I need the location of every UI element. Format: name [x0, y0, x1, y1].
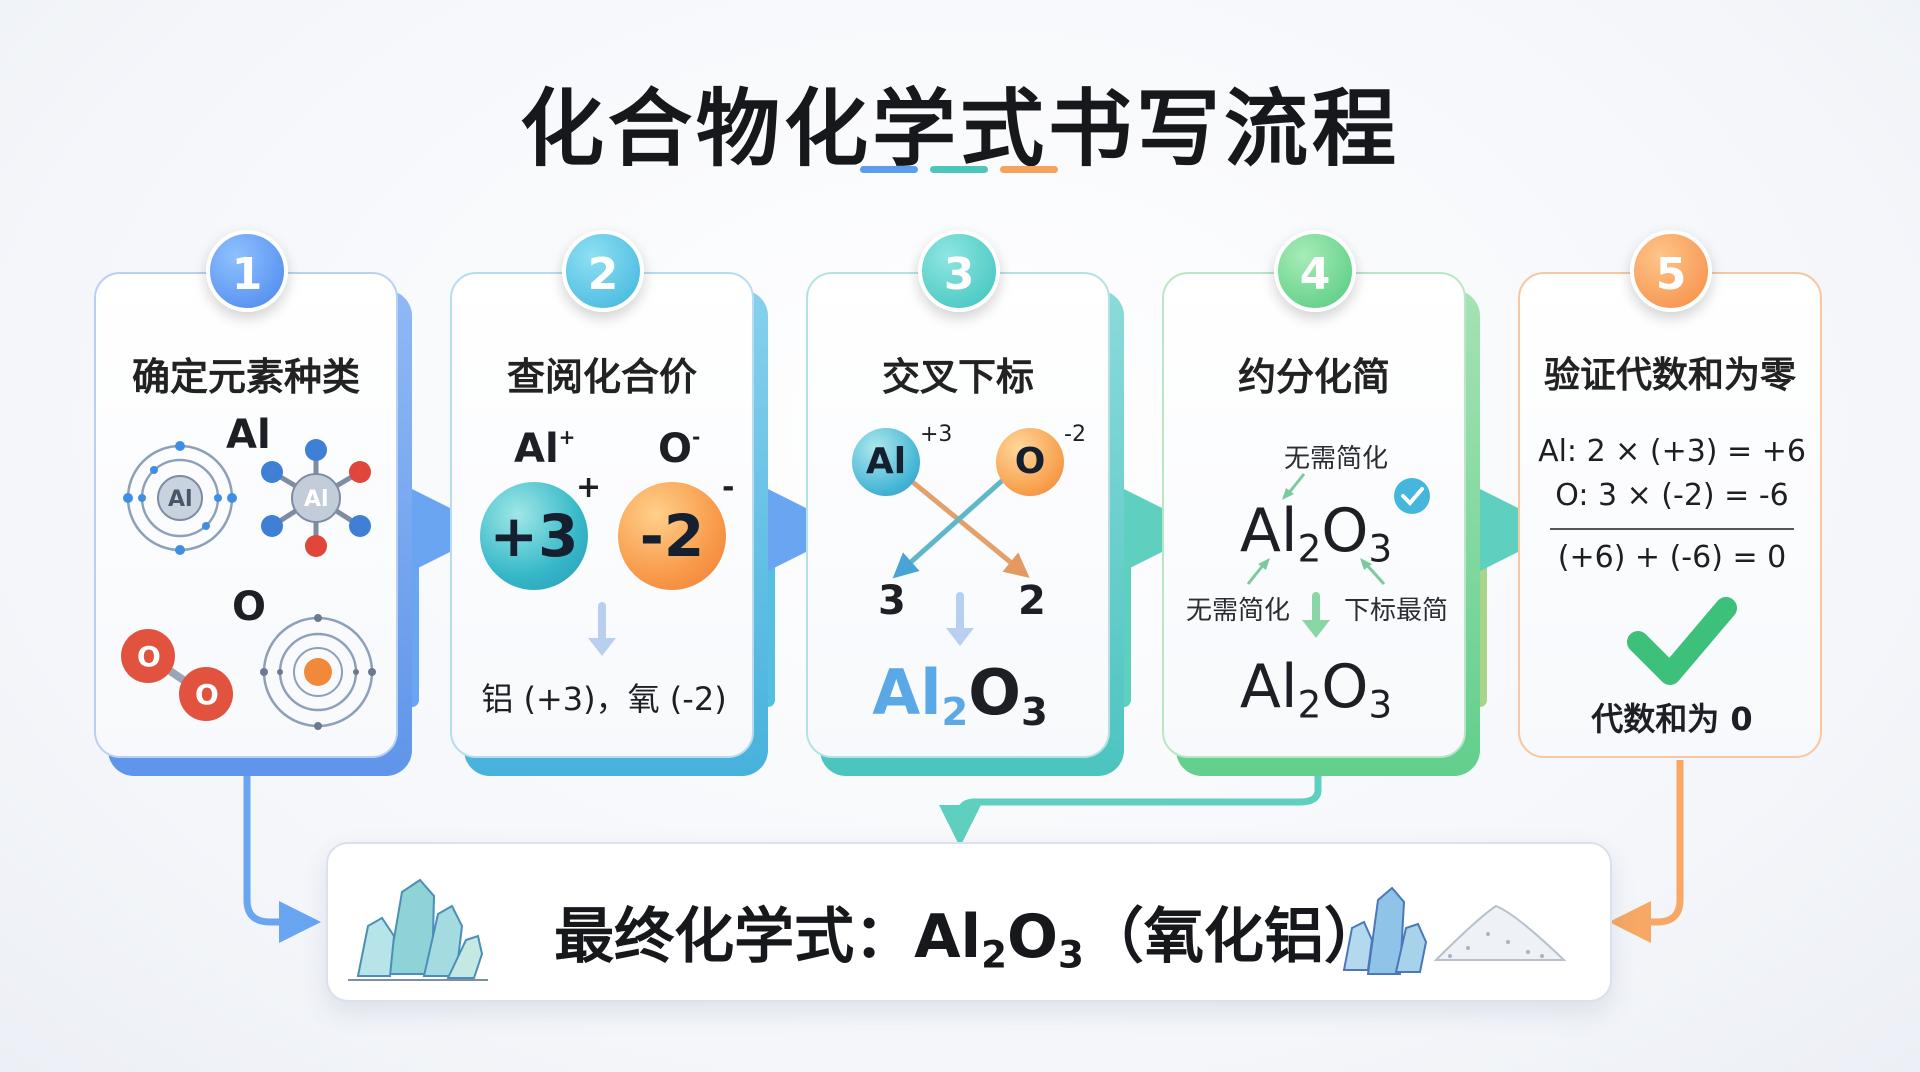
arrow-4-final: [939, 760, 1322, 847]
step-card-2: 查阅化合价 Al+ O- +3 + -2 - 铝 (+3)，氧 (-2): [450, 272, 754, 758]
step-badge-2: 2: [562, 230, 644, 312]
step-card-1: 确定元素种类 Al O: [94, 272, 398, 758]
verify-line-3: (+6) + (-6) = 0: [1557, 540, 1787, 575]
al-atom-label: Al: [168, 487, 193, 512]
verify-line-1: Al: 2 × (+3) = +6: [1538, 434, 1806, 469]
al-lattice-center-label: Al: [304, 487, 329, 512]
valence-o-sign: -: [722, 470, 735, 505]
note-no-simplify: 无需简化: [1186, 596, 1291, 626]
formula-after: Al2O3: [1239, 652, 1393, 727]
valence-al-ball: +3: [480, 482, 588, 590]
verify-line-2: O: 3 × (-2) = -6: [1555, 478, 1789, 513]
verify-divider: [1550, 528, 1794, 530]
page-title: 化合物化学式书写流程: [519, 80, 1400, 178]
valence-o-ball: -2: [618, 482, 726, 590]
note-no-simplify-top: 无需简化: [1284, 444, 1389, 474]
step-card-3: 交叉下标 Al +3 O -2 3 2 Al2O3: [806, 272, 1110, 758]
step-badge-5: 5: [1630, 230, 1712, 312]
arrow-5-final: [1609, 760, 1684, 943]
cross-al-charge: +3: [920, 422, 953, 447]
ion-o: O-: [658, 425, 701, 472]
step-card-4: 约分化简 无需简化 Al2O3 无需简化 下标最简 Al2O3: [1162, 272, 1466, 758]
final-formula-box: 最终化学式：Al2O3（氧化铝）: [326, 842, 1612, 1002]
powder-pile-icon: [1433, 904, 1567, 961]
step-title: 确定元素种类: [131, 355, 360, 399]
cross-o-charge: -2: [1064, 422, 1086, 447]
o-atom-label-1: O: [137, 640, 161, 673]
step-card-5: 验证代数和为零 Al: 2 × (+3) = +6 O: 3 × (-2) = …: [1518, 272, 1822, 758]
checkmark-icon: [1627, 597, 1737, 685]
o-atom-model-icon: [260, 614, 376, 730]
o-atom-label-2: O: [195, 678, 219, 711]
crystal-icon-left: [348, 878, 488, 981]
step-badge-1: 1: [206, 230, 288, 312]
subscript-left: 3: [878, 578, 906, 624]
step-title: 约分化简: [1237, 355, 1390, 399]
cross-al-ball: Al: [852, 428, 920, 496]
element-label-o: O: [232, 584, 267, 630]
al-atom-model-icon: [123, 441, 237, 555]
arrow-2-3: [761, 488, 850, 707]
subscript-right: 2: [1018, 578, 1046, 624]
cross-o-ball: O: [996, 428, 1064, 496]
valence-al-sign: +: [576, 470, 602, 505]
arrow-4-5: [1473, 488, 1562, 707]
cross-formula: Al2O3: [872, 656, 1048, 735]
step-title: 交叉下标: [881, 355, 1034, 399]
atom-illustrations: [121, 439, 376, 730]
check-badge-icon: [1394, 478, 1430, 514]
arrow-1-final: [243, 760, 321, 943]
valence-result: 铝 (+3)，氧 (-2): [481, 680, 727, 718]
simplify-arrows: [1246, 473, 1430, 638]
crystal-icon-right: [1342, 886, 1428, 975]
final-formula-text: 最终化学式：Al2O3（氧化铝）: [554, 902, 1384, 977]
note-simplest: 下标最简: [1344, 596, 1449, 626]
ion-al: Al+: [514, 425, 576, 472]
arrow-1-2: [405, 488, 494, 707]
cross-arrows: [892, 468, 1030, 646]
title-underline: [860, 166, 1060, 174]
step-title: 验证代数和为零: [1543, 355, 1796, 396]
element-label-al: Al: [226, 412, 271, 458]
step-title: 查阅化合价: [506, 355, 697, 399]
o2-atom-icon: [121, 629, 175, 683]
formula-before: Al2O3: [1239, 496, 1393, 571]
step-badge-4: 4: [1274, 230, 1356, 312]
verify-result: 代数和为 0: [1591, 700, 1753, 738]
step-badge-3: 3: [918, 230, 1000, 312]
arrow-3-4: [1117, 488, 1206, 707]
